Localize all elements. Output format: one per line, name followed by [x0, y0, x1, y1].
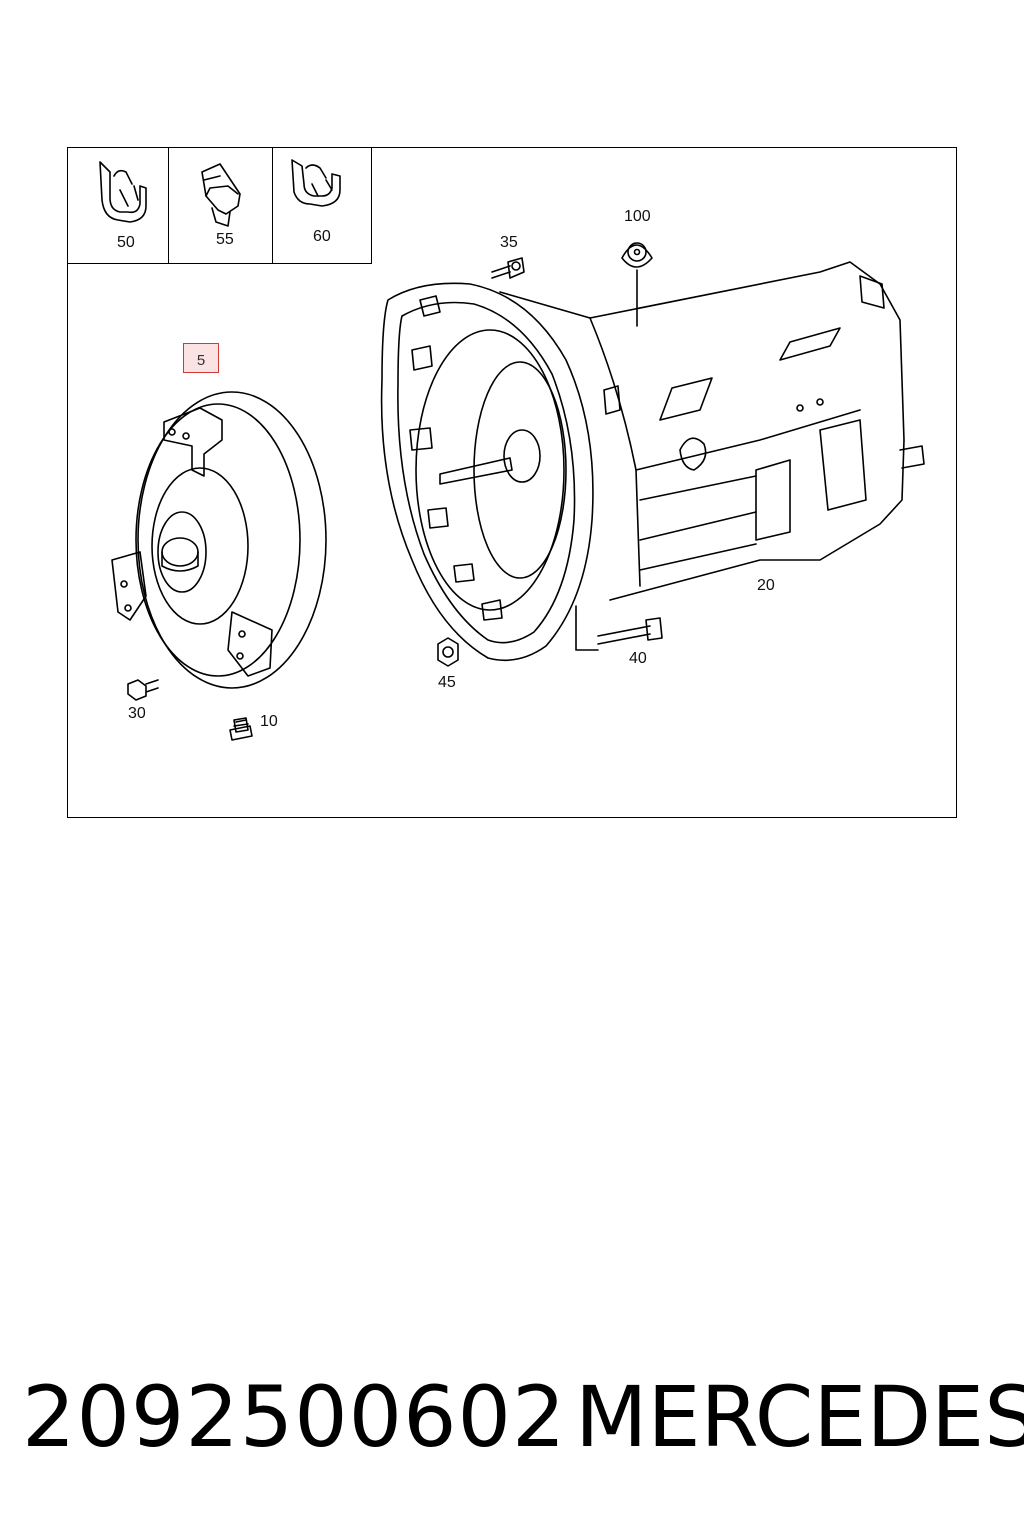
clip-50-part — [99, 161, 147, 223]
callout-5-label: 5 — [196, 352, 206, 369]
bolt-35-part — [491, 257, 525, 279]
callout-20: 20 — [757, 577, 775, 594]
callout-50: 50 — [117, 234, 135, 251]
clip-55-part — [201, 163, 241, 227]
callout-100: 100 — [624, 208, 651, 225]
callout-30: 30 — [128, 705, 146, 722]
nut-45-part — [437, 637, 459, 667]
plug-10-part — [229, 717, 253, 741]
part-number: 2092500602 — [22, 1368, 567, 1466]
callout-45: 45 — [438, 674, 456, 691]
brand-name: MERCEDES — [575, 1368, 1024, 1466]
callout-40: 40 — [629, 650, 647, 667]
bolt-40-part — [575, 605, 663, 651]
transmission-housing-part — [380, 261, 925, 662]
clip-60-part — [291, 159, 341, 207]
callout-10: 10 — [260, 713, 278, 730]
callout-55: 55 — [216, 231, 234, 248]
label-plate-100-part — [621, 242, 653, 327]
bolt-30-part — [127, 679, 159, 701]
inset-box-50 — [67, 147, 170, 264]
diagram-frame — [67, 147, 957, 818]
torque-converter-part — [111, 391, 327, 689]
callout-35: 35 — [500, 234, 518, 251]
highlighted-callout-5[interactable]: 5 — [183, 343, 219, 373]
callout-60: 60 — [313, 228, 331, 245]
